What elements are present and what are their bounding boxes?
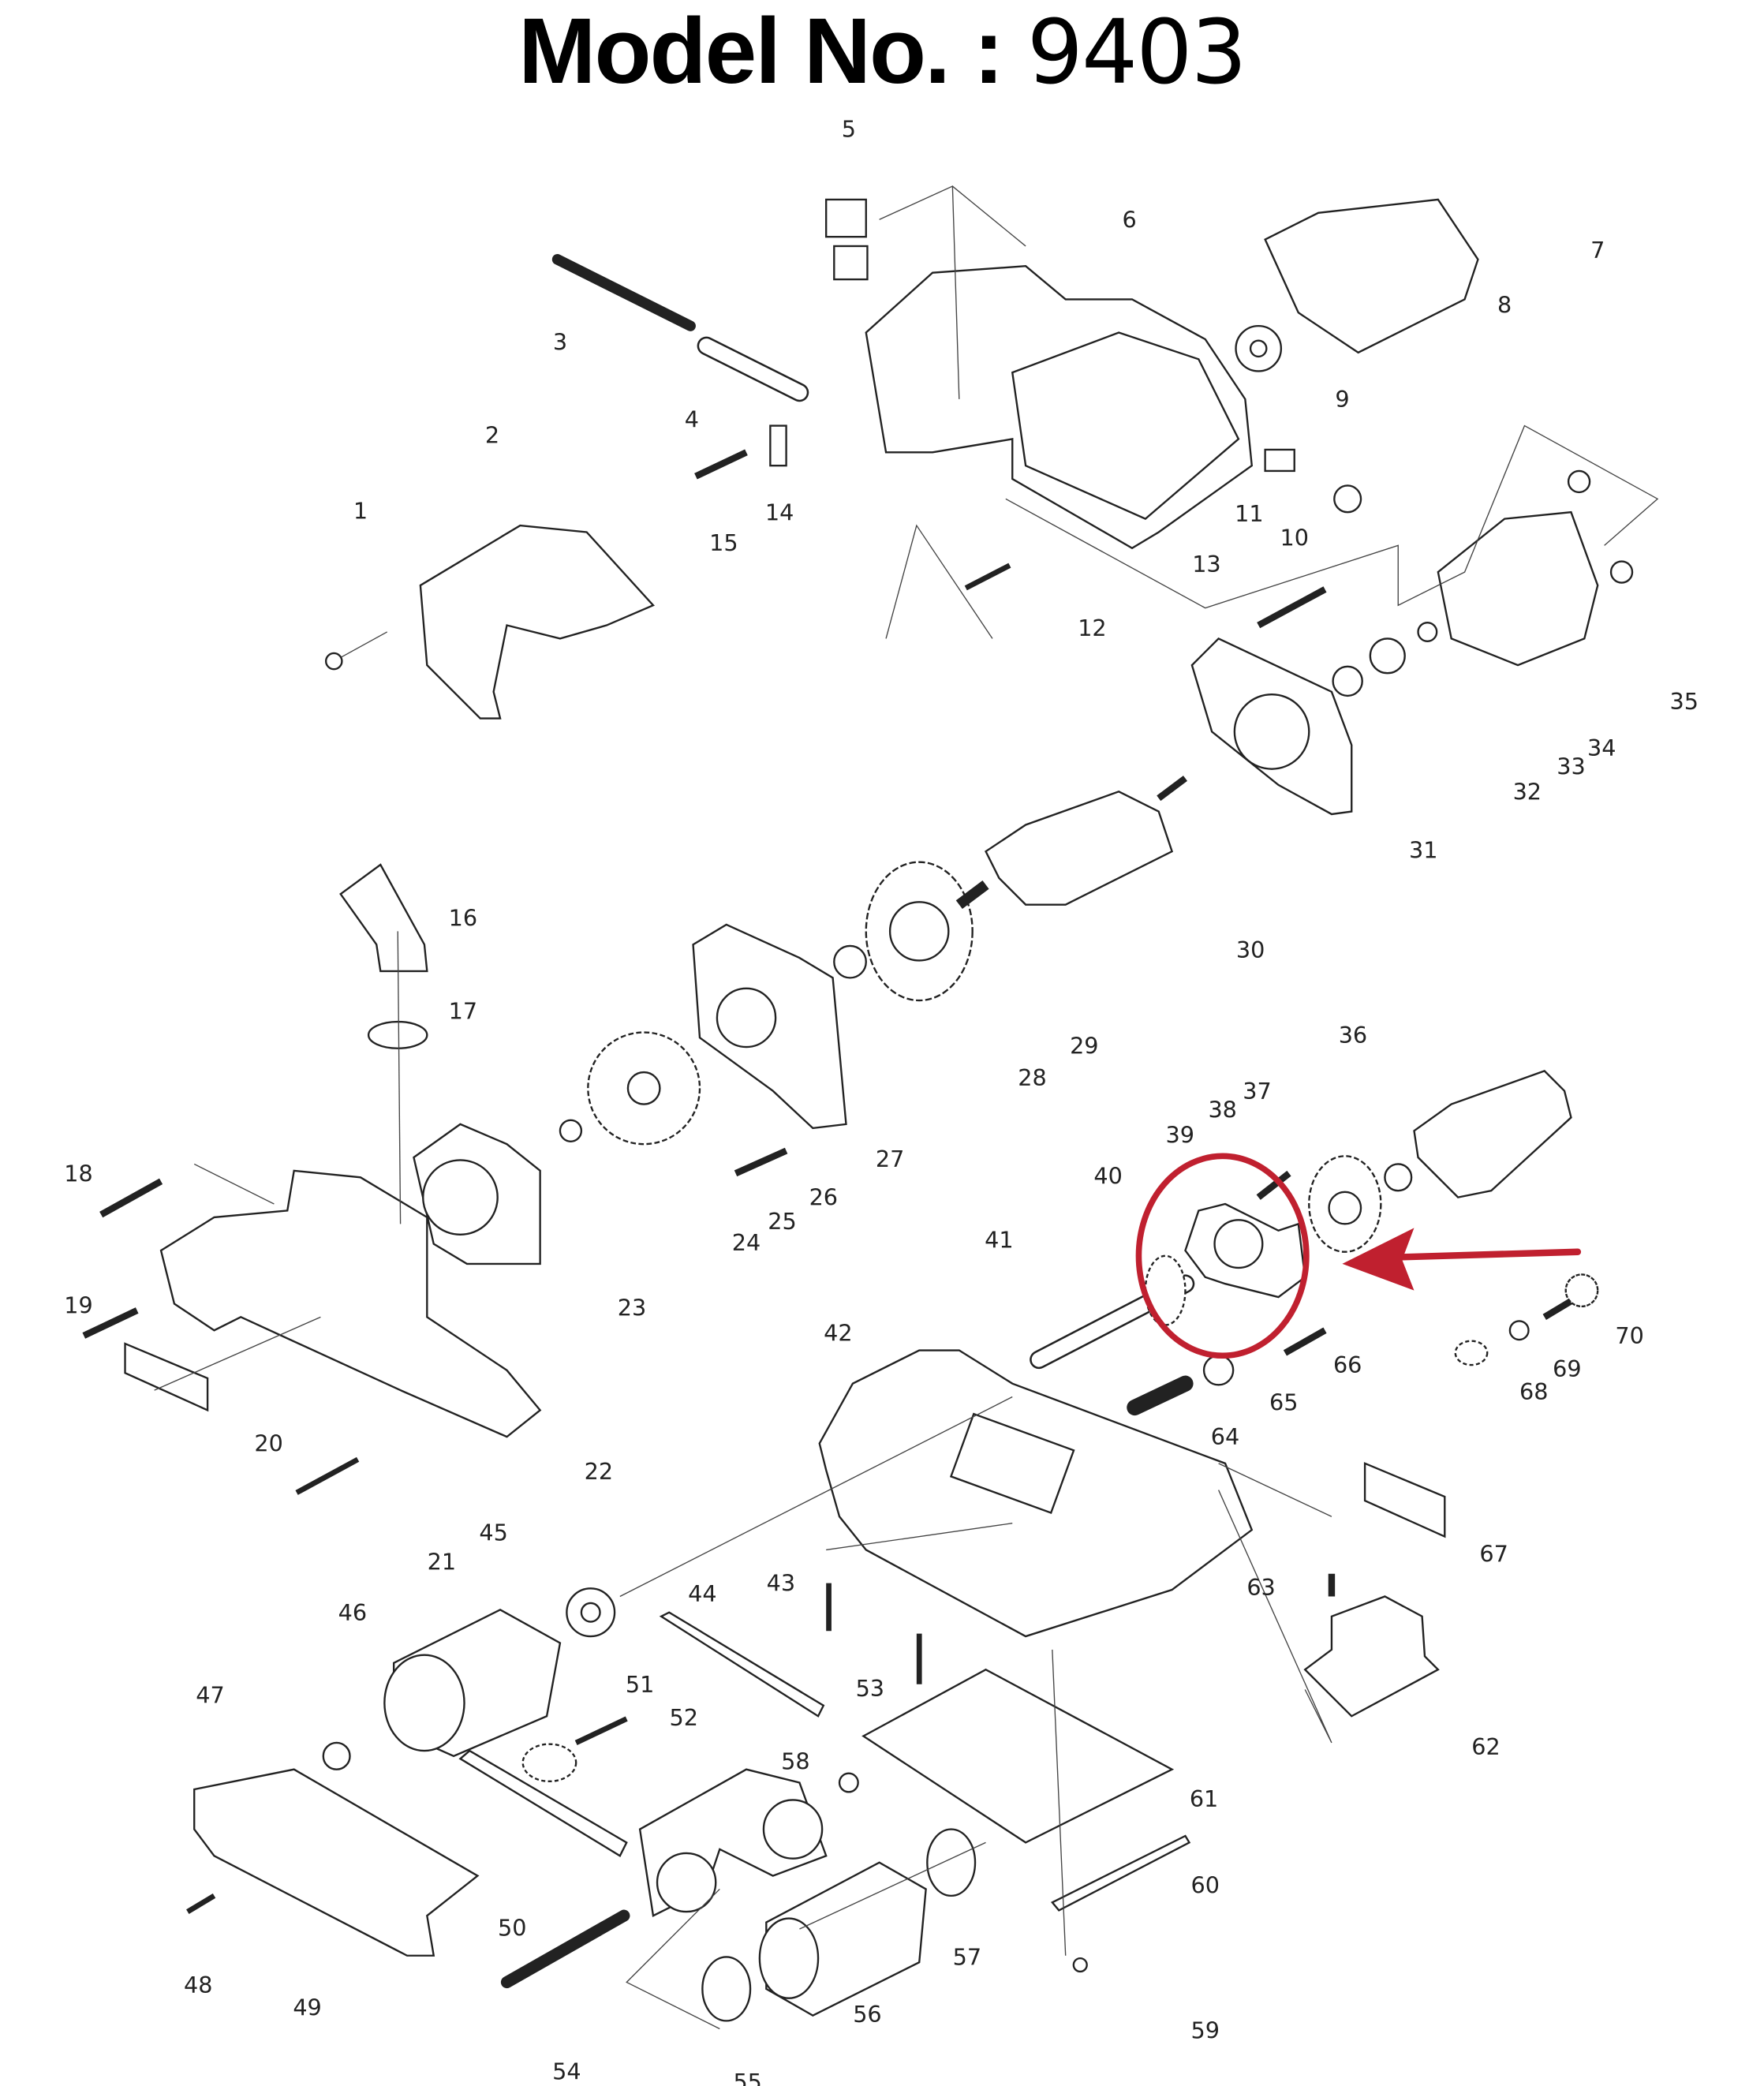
part-label-42: 42 [824,1320,852,1347]
part-label-25: 25 [768,1208,796,1235]
part-label-15: 15 [709,529,738,556]
part-30-armature [985,791,1174,906]
part-label-69: 69 [1553,1355,1581,1382]
part-label-18: 18 [64,1160,92,1187]
part-label-52: 52 [670,1704,698,1731]
part-label-41: 41 [985,1227,1013,1254]
highlight-arrow-head [1342,1228,1415,1291]
part-label-23: 23 [618,1295,646,1322]
part-label-30: 30 [1236,936,1265,963]
part-label-54: 54 [552,2058,581,2085]
part-16-elbow [339,863,428,973]
part-label-53: 53 [856,1675,884,1702]
part-label-46: 46 [338,1599,367,1626]
model-label: Model No. : [518,0,1004,103]
part-49-plate [193,1768,480,1957]
part-label-64: 64 [1211,1423,1239,1450]
part-label-59: 59 [1191,2017,1220,2043]
part-label-11: 11 [1235,500,1263,527]
part-label-38: 38 [1208,1096,1236,1123]
part-label-40: 40 [1093,1163,1122,1190]
part-label-49: 49 [293,1994,321,2021]
part-label-61: 61 [1190,1785,1218,1812]
part-label-31: 31 [1409,837,1437,864]
part-label-12: 12 [1078,615,1106,641]
part-label-21: 21 [428,1549,456,1576]
part-label-24: 24 [732,1229,761,1256]
part-label-63: 63 [1246,1574,1275,1601]
highlight-annotation [1135,1153,1582,1359]
part-label-50: 50 [498,1914,526,1941]
part-label-70: 70 [1615,1322,1643,1349]
part-label-7: 7 [1590,237,1605,264]
part-label-33: 33 [1557,753,1585,779]
part-label-19: 19 [64,1292,92,1318]
part-label-44: 44 [688,1580,716,1607]
part-label-57: 57 [953,1944,981,1971]
part-label-56: 56 [853,2001,881,2028]
model-title: Model No. : 9403 [0,0,1764,104]
part-label-35: 35 [1670,688,1699,715]
part-label-55: 55 [733,2069,761,2086]
part-label-51: 51 [626,1671,654,1698]
part-label-32: 32 [1513,778,1542,805]
part-61-pad [861,1668,1175,1844]
part-label-65: 65 [1269,1389,1298,1415]
part-label-26: 26 [809,1184,838,1211]
part-label-4: 4 [685,406,699,432]
parts-drawings [82,185,1659,2030]
part-label-9: 9 [1335,386,1349,413]
part-label-28: 28 [1018,1064,1046,1091]
part-label-20: 20 [254,1430,282,1457]
part-8-cover [1264,198,1479,354]
part-label-60: 60 [1191,1871,1220,1898]
part-label-29: 29 [1070,1032,1098,1059]
part-label-27: 27 [876,1146,904,1172]
part-label-36: 36 [1339,1022,1367,1049]
part-label-68: 68 [1519,1378,1548,1405]
part-label-47: 47 [196,1681,224,1708]
part-label-58: 58 [781,1748,809,1775]
part-label-34: 34 [1587,735,1616,761]
part-label-16: 16 [449,905,477,932]
part-label-1: 1 [353,498,368,525]
part-label-37: 37 [1243,1078,1271,1105]
part-label-66: 66 [1333,1351,1362,1378]
part-label-62: 62 [1471,1733,1500,1760]
part-label-67: 67 [1479,1541,1508,1568]
part-label-3: 3 [553,328,567,355]
part-label-5: 5 [842,116,856,143]
part-22-dust-cover [159,1169,542,1438]
part-label-48: 48 [184,1972,212,1998]
part-label-43: 43 [767,1570,795,1597]
highlight-circle [1135,1153,1310,1359]
part-label-39: 39 [1165,1121,1194,1148]
model-number: 9403 [1026,2,1247,104]
part-label-13: 13 [1192,551,1220,578]
part-label-8: 8 [1497,291,1512,318]
part-label-22: 22 [585,1458,613,1485]
part-label-14: 14 [765,499,794,525]
part-35-field [1437,510,1599,667]
highlight-arrow-shaft [1395,1248,1582,1261]
part-label-10: 10 [1280,524,1308,551]
part-label-17: 17 [449,998,477,1025]
part-62-cover [1303,1595,1440,1718]
part-2-cover [419,524,655,720]
part-label-6: 6 [1123,206,1137,233]
part-36-belt [1413,1070,1572,1198]
part-label-2: 2 [485,422,499,449]
part-label-45: 45 [479,1520,507,1546]
part-number-labels: 1234567891011121314151617181920212223242… [64,116,1699,2086]
